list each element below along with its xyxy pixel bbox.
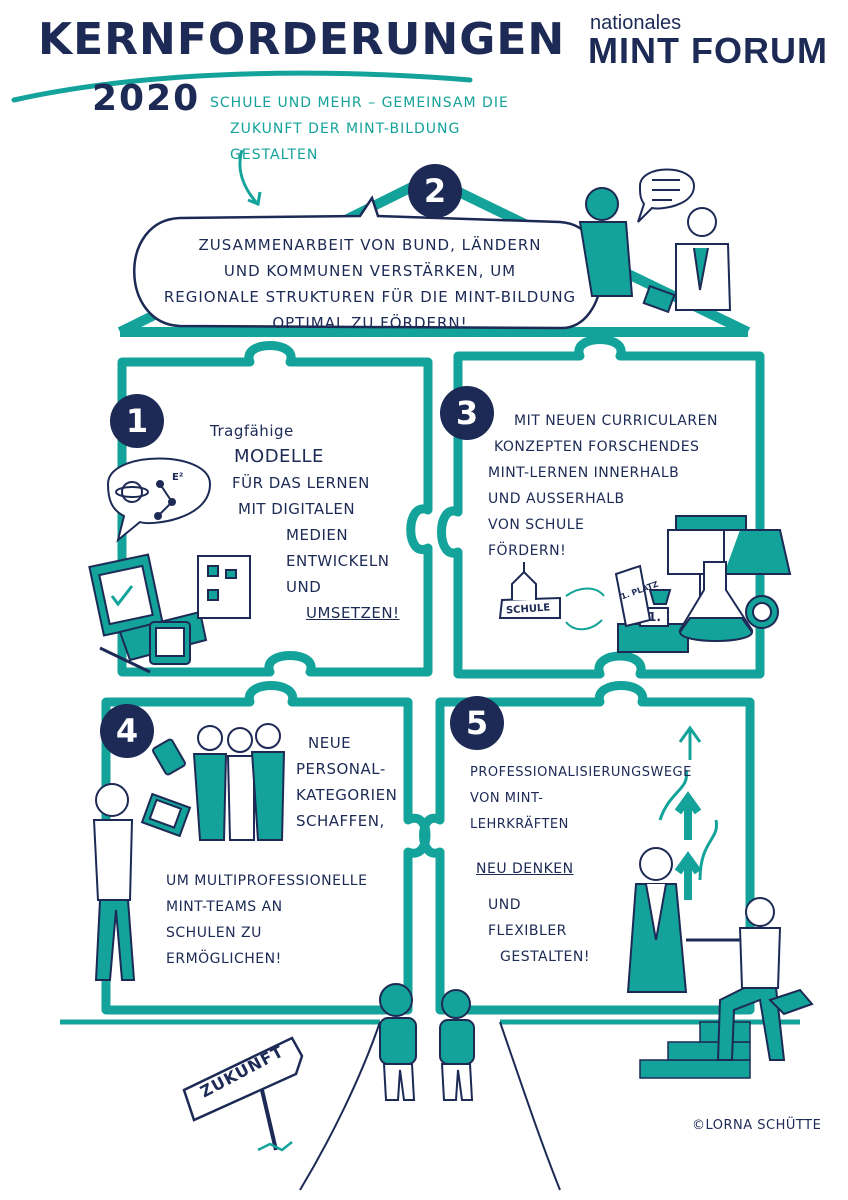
flask-illustration xyxy=(678,561,779,642)
logo-top-text: nationales xyxy=(590,12,682,34)
demand-4-bottom-text: um multiprofessionelle MINT-Teams an Sch… xyxy=(166,868,406,972)
demand-3-line-4: und ausserhalb xyxy=(488,491,625,507)
demand-4-top-text: Neue Personal- kategorien schaffen, xyxy=(296,730,416,834)
technician-person xyxy=(92,783,192,981)
people-handshake xyxy=(578,168,732,314)
number-badge-5: 5 xyxy=(450,696,504,750)
demand-3-line-2: Konzepten forschendes xyxy=(494,439,700,455)
school-illustration xyxy=(498,562,561,619)
cycle-arrows xyxy=(565,587,605,631)
demand-4-line-3: kategorien xyxy=(296,786,398,804)
demand-3-line-6: fördern! xyxy=(488,543,567,559)
demand-3-line-3: MINT-Lernen innerhalb xyxy=(488,465,680,481)
demand-5-line-1: Professionalisierungswege xyxy=(470,765,692,780)
demand-4-line-8: ermöglichen! xyxy=(166,951,282,967)
signpost xyxy=(182,1036,304,1152)
demand-4-line-7: Schulen zu xyxy=(166,925,262,941)
artist-credit: ©Lorna Schütte xyxy=(692,1118,822,1133)
number-badge-3: 3 xyxy=(440,386,494,440)
puzzle-piece-4 xyxy=(101,681,431,1015)
subtitle-line-2: Zukunft der MINT-Bildung gestalten xyxy=(230,121,461,163)
page-subtitle: Schule und mehr – Gemeinsam die Zukunft … xyxy=(210,90,550,168)
subtitle-arrow xyxy=(238,149,258,203)
demand-1-line-2: Modelle xyxy=(234,446,324,467)
demand-5-line-7: gestalten! xyxy=(500,949,590,965)
demand-1-text: Tragfähige Modelle für das Lernen mit di… xyxy=(210,418,410,626)
podium-illustration xyxy=(614,564,689,653)
demand-4-line-4: schaffen, xyxy=(296,812,385,830)
number-badge-4: 4 xyxy=(100,704,154,758)
demand-4-line-1: Neue xyxy=(308,734,352,752)
formula-label: e² xyxy=(172,472,184,483)
demand-1-line-4: mit digitalen xyxy=(238,500,356,518)
puzzle-piece-1 xyxy=(117,341,433,677)
demand-4-line-5: um multiprofessionelle xyxy=(166,873,368,889)
demand-1-line-3: für das Lernen xyxy=(232,474,370,492)
page-title: Kernforderungen xyxy=(38,14,566,65)
demand-4-line-2: Personal- xyxy=(296,760,386,778)
demand-5-line-2: von MINT- xyxy=(470,791,544,806)
demand-5-line-5: und xyxy=(488,897,521,913)
demand-4-line-6: MINT-Teams an xyxy=(166,899,283,915)
demand-2-line-3: regionale Strukturen für die MINT-Bildun… xyxy=(163,288,577,306)
demand-5-bottom-text: neu denken und flexibler gestalten! xyxy=(476,856,636,970)
children-walking xyxy=(379,983,475,1101)
puzzle-piece-5 xyxy=(419,681,755,1015)
demand-2-text: Zusammenarbeit von Bund, Ländern und Kom… xyxy=(150,232,590,336)
speech-bubble xyxy=(133,195,603,330)
demand-1-line-8: umsetzen! xyxy=(306,604,400,622)
demand-1-line-1: Tragfähige xyxy=(210,422,294,440)
demand-5-line-3: Lehrkräften xyxy=(470,817,569,832)
demand-2-line-1: Zusammenarbeit von Bund, Ländern xyxy=(198,236,542,254)
subtitle-line-1: Schule und mehr – Gemeinsam die xyxy=(210,95,509,111)
demand-5-top-text: Professionalisierungswege von MINT- Lehr… xyxy=(470,760,692,838)
path-right xyxy=(499,1021,561,1191)
number-badge-1: 1 xyxy=(110,394,164,448)
number-badge-2: 2 xyxy=(408,164,462,218)
laptop-illustration xyxy=(88,553,251,674)
demand-2-line-2: und Kommunen verstärken, um xyxy=(223,262,517,280)
podium-number-label: 1. xyxy=(648,610,661,624)
demand-1-line-5: Medien xyxy=(286,526,349,544)
demand-3-line-5: von Schule xyxy=(488,517,585,533)
demand-1-line-6: entwickeln xyxy=(286,552,390,570)
demand-3-line-1: Mit neuen curricularen xyxy=(514,413,718,429)
demand-5-line-6: flexibler xyxy=(488,923,567,939)
path-left xyxy=(299,1021,381,1191)
demand-1-line-7: und xyxy=(286,578,322,596)
team-people xyxy=(152,723,286,841)
growth-arrows xyxy=(658,725,718,900)
page-year: 2020 xyxy=(92,78,201,119)
science-bubble xyxy=(106,457,212,543)
demand-2-line-4: optimal zu fördern! xyxy=(272,314,468,332)
demand-3-text: Mit neuen curricularen Konzepten forsche… xyxy=(488,408,758,564)
demand-5-line-4: neu denken xyxy=(476,861,574,877)
teacher-student xyxy=(626,847,814,1061)
puzzle-piece-3 xyxy=(437,335,765,679)
logo-main-text: MINT FORUM xyxy=(588,30,828,71)
title-underline xyxy=(11,70,473,103)
